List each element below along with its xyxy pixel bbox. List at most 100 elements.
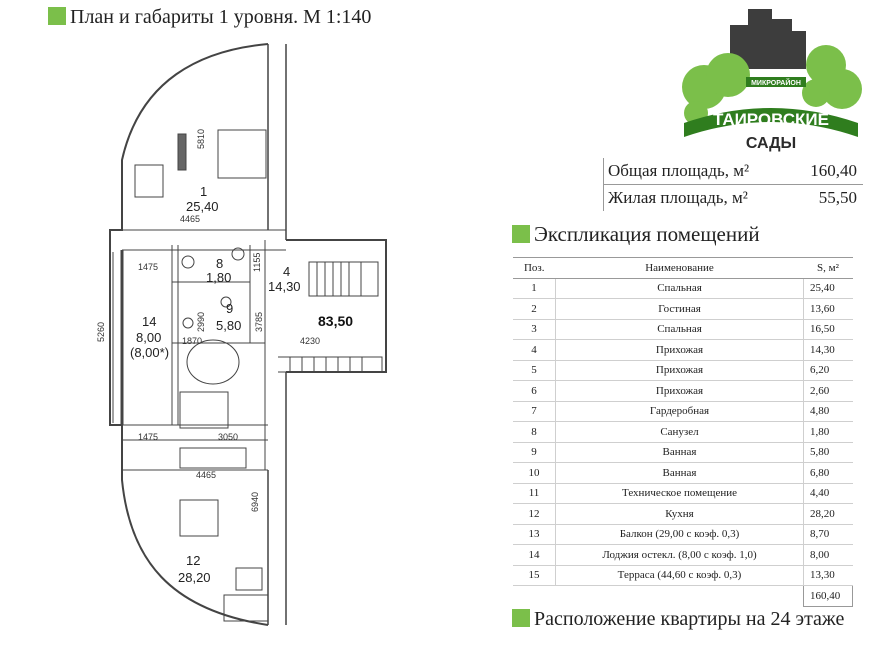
cell-pos: 14 — [513, 544, 556, 566]
room-14-area: 8,00 — [136, 330, 161, 345]
cell-area: 28,20 — [803, 503, 853, 525]
cell-name: Спальная — [555, 278, 804, 299]
room-1-number: 1 — [200, 184, 207, 199]
dim-13: 6940 — [250, 492, 260, 512]
cell-pos: 2 — [513, 298, 556, 320]
cell-pos: 8 — [513, 421, 556, 443]
kitchen-counter-icon — [179, 447, 247, 469]
armchair-icon — [235, 567, 263, 591]
cell-area: 13,30 — [803, 565, 853, 586]
cell-area: 13,60 — [803, 298, 853, 320]
cell-name: Техническое помещение — [555, 483, 804, 504]
room-8-area: 1,80 — [206, 270, 231, 285]
dim-4: 1155 — [252, 253, 262, 272]
dim-11: 3050 — [218, 432, 238, 442]
cell-pos: 3 — [513, 319, 556, 340]
dim-9: 4230 — [300, 336, 320, 346]
header-area: S, м² — [803, 257, 853, 279]
toilet-icon — [181, 255, 195, 269]
living-area-value: 55,50 — [818, 188, 857, 207]
dim-10: 1475 — [138, 432, 158, 442]
plan-walls — [109, 43, 387, 626]
cell-name: Терраса (44,60 с коэф. 0,3) — [555, 565, 804, 586]
room-14-note: (8,00*) — [130, 345, 169, 360]
cell-pos: 7 — [513, 401, 556, 422]
bathtub-icon — [186, 339, 240, 385]
floor-plan: 5810 4465 1475 1155 5260 2990 1870 3785 … — [96, 43, 387, 626]
cell-name: Прихожая — [555, 380, 804, 402]
total-area-label: Общая площадь, м² — [608, 161, 750, 180]
room-9-number: 9 — [226, 301, 233, 316]
cell-empty — [513, 586, 556, 607]
dim-12: 4465 — [196, 470, 216, 480]
cell-name: Кухня — [555, 503, 804, 525]
cell-area: 2,60 — [803, 380, 853, 402]
logo-small-text: МИКРОРАЙОН — [751, 78, 801, 87]
bed-icon — [217, 129, 267, 179]
dim-5: 5260 — [96, 322, 106, 342]
green-square-icon — [512, 225, 530, 243]
cell-name: Санузел — [555, 421, 804, 443]
dim-8: 3785 — [254, 312, 264, 332]
room-1-area: 25,40 — [186, 199, 219, 214]
logo: МИКРОРАЙОН ТАИРОВСКИЕ САДЫ — [682, 9, 862, 152]
total-area-value: 160,40 — [810, 161, 857, 180]
logo-line2: САДЫ — [746, 135, 796, 152]
cell-name: Лоджия остекл. (8,00 с коэф. 1,0) — [555, 544, 804, 566]
cell-area: 4,80 — [803, 401, 853, 422]
table-header-row: Поз. Наименование S, м² — [513, 257, 853, 279]
sofa-icon — [223, 594, 269, 622]
room-8-number: 8 — [216, 256, 223, 271]
room-4-number: 4 — [283, 264, 290, 279]
room-4-area: 14,30 — [268, 279, 301, 294]
cell-name: Ванная — [555, 462, 804, 484]
cell-empty — [556, 586, 804, 607]
explication-title: Экспликация помещений — [512, 222, 760, 247]
cell-area: 14,30 — [803, 339, 853, 361]
dining-table-icon — [179, 499, 219, 537]
dim-7: 1870 — [182, 336, 202, 346]
room-12-area: 28,20 — [178, 570, 211, 585]
area-summary: Общая площадь, м² 160,40 Жилая площадь, … — [603, 158, 863, 211]
cell-pos: 4 — [513, 339, 556, 361]
cell-area: 6,20 — [803, 360, 853, 381]
furniture — [134, 129, 269, 622]
desk-icon — [134, 164, 164, 198]
cell-area: 6,80 — [803, 462, 853, 484]
header-name: Наименование — [555, 257, 804, 279]
location-title: Расположение квартиры на 24 этаже — [512, 609, 872, 629]
living-area-label: Жилая площадь, м² — [608, 188, 748, 207]
cell-name: Гардеробная — [555, 401, 804, 422]
living-area-row: Жилая площадь, м² 55,50 — [603, 184, 863, 211]
cell-pos: 5 — [513, 360, 556, 381]
dim-1: 5810 — [196, 129, 206, 149]
cell-pos: 10 — [513, 462, 556, 484]
cell-area: 8,70 — [803, 524, 853, 545]
cell-name: Прихожая — [555, 360, 804, 381]
dim-3: 1475 — [138, 262, 158, 272]
table-total-row: 160,40 — [513, 585, 853, 607]
cell-area: 25,40 — [803, 278, 853, 299]
cell-pos: 11 — [513, 483, 556, 504]
cell-name: Балкон (29,00 с коэф. 0,3) — [555, 524, 804, 545]
sink-icon — [231, 247, 245, 261]
cell-area: 5,80 — [803, 442, 853, 463]
stair — [278, 261, 383, 373]
cell-name: Гостиная — [555, 298, 804, 320]
cell-pos: 6 — [513, 380, 556, 402]
cell-name: Прихожая — [555, 339, 804, 361]
green-square-icon — [512, 609, 530, 627]
table-total: 160,40 — [803, 585, 853, 607]
